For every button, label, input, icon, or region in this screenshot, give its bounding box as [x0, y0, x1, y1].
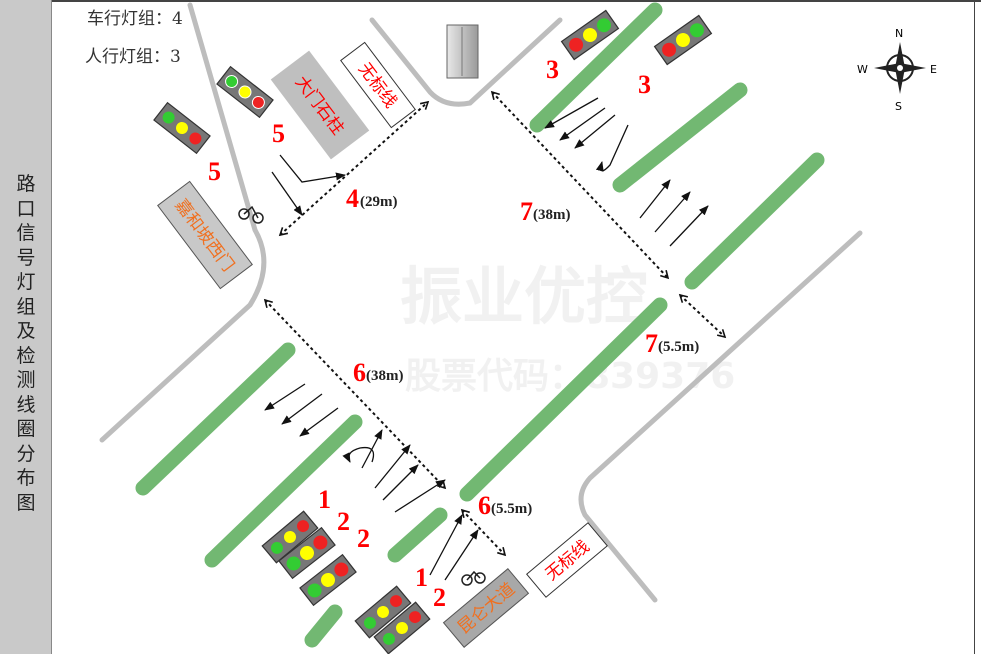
- marker-s-2: 2: [433, 583, 446, 612]
- lane-arrow-s-1: [429, 514, 463, 576]
- compass-n: N: [895, 27, 903, 40]
- detection-line-se: [678, 293, 727, 339]
- dist-s-6: (5.5m): [491, 501, 532, 517]
- pedestrian-light-s-1: [354, 585, 412, 639]
- top-border: [52, 0, 981, 2]
- median-s-1: [387, 507, 448, 563]
- dist-se-7: (5.5m): [658, 339, 699, 355]
- marker-ne-3b: 3: [638, 70, 651, 99]
- marker-e-7: 7: [520, 197, 533, 226]
- detection-line-west: [263, 298, 447, 490]
- west-gate-box: 嘉和坡西门: [157, 180, 253, 290]
- diagram-title: 路口信号灯组及检测线圈分布图: [16, 173, 36, 514]
- vehicle-light-groups: 车行灯组：4: [87, 9, 183, 29]
- marker-sw-2a: 2: [337, 507, 350, 536]
- marker-se-7: 7: [645, 329, 658, 358]
- detection-line-s: [460, 508, 507, 557]
- u-turn-arrow-ne: [595, 124, 629, 172]
- compass-s: S: [895, 100, 902, 113]
- no-marking-bottom-box: 无标线: [526, 522, 608, 598]
- median-w-1: [135, 342, 296, 496]
- marker-w-6: 6: [353, 358, 366, 387]
- marker-n-4: 4: [346, 184, 359, 213]
- compass-icon: N S E W: [857, 27, 937, 113]
- dist-e-7: (38m): [533, 207, 571, 223]
- median-ne-2: [612, 82, 748, 193]
- vehicle-light-ne-1: [560, 9, 620, 61]
- bicycle-icon-s: [461, 570, 486, 586]
- marker-ne-3a: 3: [546, 55, 559, 84]
- pedestrian-light-s-2: [373, 601, 431, 654]
- right-border: [974, 0, 975, 654]
- road-edge-north: [369, 17, 563, 107]
- dist-w-6: (38m): [366, 368, 404, 384]
- vehicle-light-sw-2: [299, 554, 357, 606]
- marker-sw-2b: 2: [357, 524, 370, 553]
- vehicle-light-ne-2: [653, 14, 713, 66]
- pedestrian-light-sw: [261, 510, 319, 564]
- road-edges: [99, 2, 863, 603]
- detection-line-east: [490, 90, 670, 280]
- sidebar: 路口信号灯组及检测线圈分布图: [0, 0, 52, 654]
- lane-arrow-nw-1: [279, 154, 346, 183]
- median-e-2: [459, 297, 668, 502]
- signal-cabinet: [446, 24, 479, 79]
- lane-arrow-e-1: [639, 179, 671, 219]
- dist-n-4: (29m): [360, 194, 398, 210]
- watermark-brand: 振业优控: [400, 260, 648, 333]
- road-edge-west: [99, 2, 267, 443]
- marker-sw-1: 1: [318, 485, 331, 514]
- vehicle-light-sw-1: [278, 527, 336, 579]
- marker-nw-5a: 5: [272, 119, 285, 148]
- marker-s-6: 6: [478, 491, 491, 520]
- bicycle-icon-nw: [238, 205, 264, 224]
- marker-s-1: 1: [415, 563, 428, 592]
- compass-e: E: [930, 63, 937, 76]
- road-edge-east: [578, 230, 863, 603]
- pedestrian-light-nw-1: [153, 102, 211, 154]
- marker-nw-5b: 5: [208, 157, 221, 186]
- pedestrian-light-nw-2: [216, 66, 274, 118]
- median-e-1: [684, 152, 825, 290]
- lane-arrow-w-1: [264, 383, 306, 411]
- compass-w: W: [857, 63, 868, 76]
- detection-lines: [263, 90, 727, 557]
- u-turn-arrow-sw: [342, 446, 375, 463]
- kunlun-road-box: 昆仑大道: [442, 568, 530, 648]
- pedestrian-light-groups: 人行灯组：3: [85, 47, 181, 67]
- lane-arrow-nw-2: [271, 171, 303, 216]
- median-s-2: [304, 604, 343, 648]
